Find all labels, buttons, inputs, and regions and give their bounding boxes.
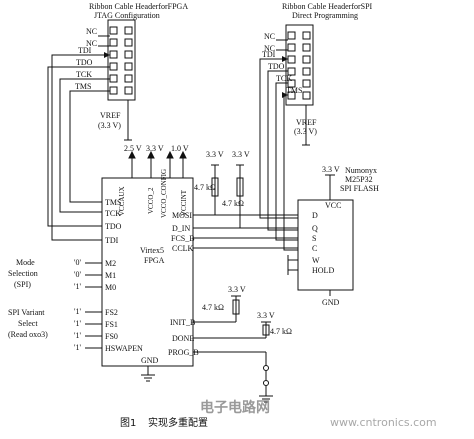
supply-3v3-label: 3.3 V <box>146 144 164 153</box>
fpga-pin-vcco-config: VCCO_CONFIG <box>160 169 168 218</box>
left-pin-label-4: TCK <box>76 70 92 79</box>
supply-2v5-label: 2.5 V <box>124 144 142 153</box>
right-header-title-2: Direct Programming <box>292 11 358 20</box>
fpga-pin-m0: M0 <box>105 283 116 292</box>
mode-title-2: Selection <box>8 269 38 278</box>
flash-pin-hold: HOLD <box>312 266 334 275</box>
right-pin-label-1: NC <box>264 44 275 53</box>
right-pin-label-3: TDO <box>268 62 285 71</box>
pullup-b-supply-label: 3.3 V <box>232 150 250 159</box>
right-vref-value: (3.3 V) <box>294 127 317 136</box>
right-pin-label-4: TCK <box>276 74 292 83</box>
resistor-label-1: 4.7 kΩ <box>194 183 216 192</box>
fpga-pin-done: DONE <box>172 334 194 343</box>
fpga-pin-m1: M1 <box>105 271 116 280</box>
right-pin-label-0: NC <box>264 32 275 41</box>
spi-variant-title-3: (Read oxo3) <box>8 330 48 339</box>
mode-value-m0: '1' <box>74 282 81 291</box>
wire-arrows <box>104 52 288 98</box>
fpga-gnd: GND <box>141 356 159 365</box>
right-header-title-1: Ribbon Cable HeaderforSPI <box>282 2 373 11</box>
fpga-pin-mosi: MOSI <box>172 211 192 220</box>
flash-pin-d: D <box>312 211 318 220</box>
fpga-pin-fs0: FS0 <box>105 332 118 341</box>
flash-part: M25P32 <box>345 175 373 184</box>
fpga-pin-vcco2: VCCO_2 <box>147 187 155 214</box>
flash-pin-s: S <box>312 234 316 243</box>
fpga-pin-tdi: TDI <box>105 236 119 245</box>
spi-variant-value-fs1: '1' <box>74 319 81 328</box>
flash-pin-c: C <box>312 244 317 253</box>
fpga-pin-vccint: VCCINT <box>180 189 188 216</box>
mode-value-m2: '0' <box>74 258 81 267</box>
fpga-pin-tdo: TDO <box>105 222 122 231</box>
flash-pin-q: Q <box>312 224 318 233</box>
left-header-box <box>107 19 136 101</box>
right-pin-label-5: TMS <box>286 86 302 95</box>
flash-gnd: GND <box>322 298 340 307</box>
right-header-box <box>285 24 314 106</box>
left-pin-label-0: NC <box>86 27 97 36</box>
flash-pin-vcc: VCC <box>325 201 341 210</box>
right-vref-label: VREF <box>296 118 317 127</box>
fpga-pin-tms: TMS <box>105 198 121 207</box>
left-pin-label-3: TDO <box>76 58 93 67</box>
resistor-label-3: 4.7 kΩ <box>202 303 224 312</box>
left-vref-value: (3.3 V) <box>98 121 121 130</box>
left-pin-label-2: TDI <box>78 46 92 55</box>
fpga-pin-prog-b: PROG_B <box>168 348 199 357</box>
resistor-label-2: 4.7 kΩ <box>222 199 244 208</box>
left-header-title-1: Ribbon Cable HeaderforFPGA <box>89 2 188 11</box>
spi-variant-title-2: Select <box>18 319 38 328</box>
init-pullup-supply-label: 3.3 V <box>228 285 246 294</box>
spi-variant-value-fs0: '1' <box>74 331 81 340</box>
fpga-pin-init-b: INIT_B <box>170 318 195 327</box>
figure-number: 图1 <box>120 417 136 429</box>
fpga-pin-m2: M2 <box>105 259 116 268</box>
fpga-pin-fs1: FS1 <box>105 320 118 329</box>
mode-title-1: Mode <box>16 258 35 267</box>
left-vref-label: VREF <box>100 111 121 120</box>
left-pin-label-5: TMS <box>75 82 91 91</box>
pullup-a-supply-label: 3.3 V <box>206 150 224 159</box>
fpga-pin-d-in: D_IN <box>172 224 190 233</box>
right-pin-label-2: TDI <box>262 50 276 59</box>
flash-type: SPI FLASH <box>340 184 379 193</box>
done-pullup-supply-label: 3.3 V <box>257 311 275 320</box>
watermark-url: www.cntronics.com <box>330 416 437 429</box>
supply-1v0-label: 1.0 V <box>171 144 189 153</box>
flash-pin-w: W <box>312 256 320 265</box>
fpga-pin-vccaux: VCCAUX <box>118 186 126 216</box>
spi-variant-value-fs2: '1' <box>74 307 81 316</box>
left-pin-label-1: NC <box>86 39 97 48</box>
ground-symbols <box>141 374 273 403</box>
spi-variant-value-hswapen: '1' <box>74 343 81 352</box>
watermark-main: 电子电路网 <box>200 399 270 416</box>
fpga-name: Virtex5 <box>140 246 164 255</box>
figure-caption: 实现多重配置 <box>148 416 208 429</box>
spi-variant-title-1: SPI Variant <box>8 308 45 317</box>
mode-value-m1: '0' <box>74 270 81 279</box>
mode-title-3: (SPI) <box>14 280 31 289</box>
left-header-pins <box>109 26 133 95</box>
flash-supply-label: 3.3 V <box>322 165 340 174</box>
fpga-pin-hswapen: HSWAPEN <box>105 344 143 353</box>
fpga-pin-fs2: FS2 <box>105 308 118 317</box>
fpga-name-sub: FPGA <box>144 256 165 265</box>
fpga-pin-fcs-b: FCS_B <box>171 234 195 243</box>
fpga-pin-cclk: CCLK <box>172 244 194 253</box>
resistor-label-4: 4.7 kΩ <box>270 327 292 336</box>
flash-vendor: Numonyx <box>345 166 377 175</box>
left-header-title-2: JTAG Configuration <box>94 11 160 20</box>
fpga-pin-tck: TCK <box>105 209 121 218</box>
flash-box <box>297 199 354 291</box>
